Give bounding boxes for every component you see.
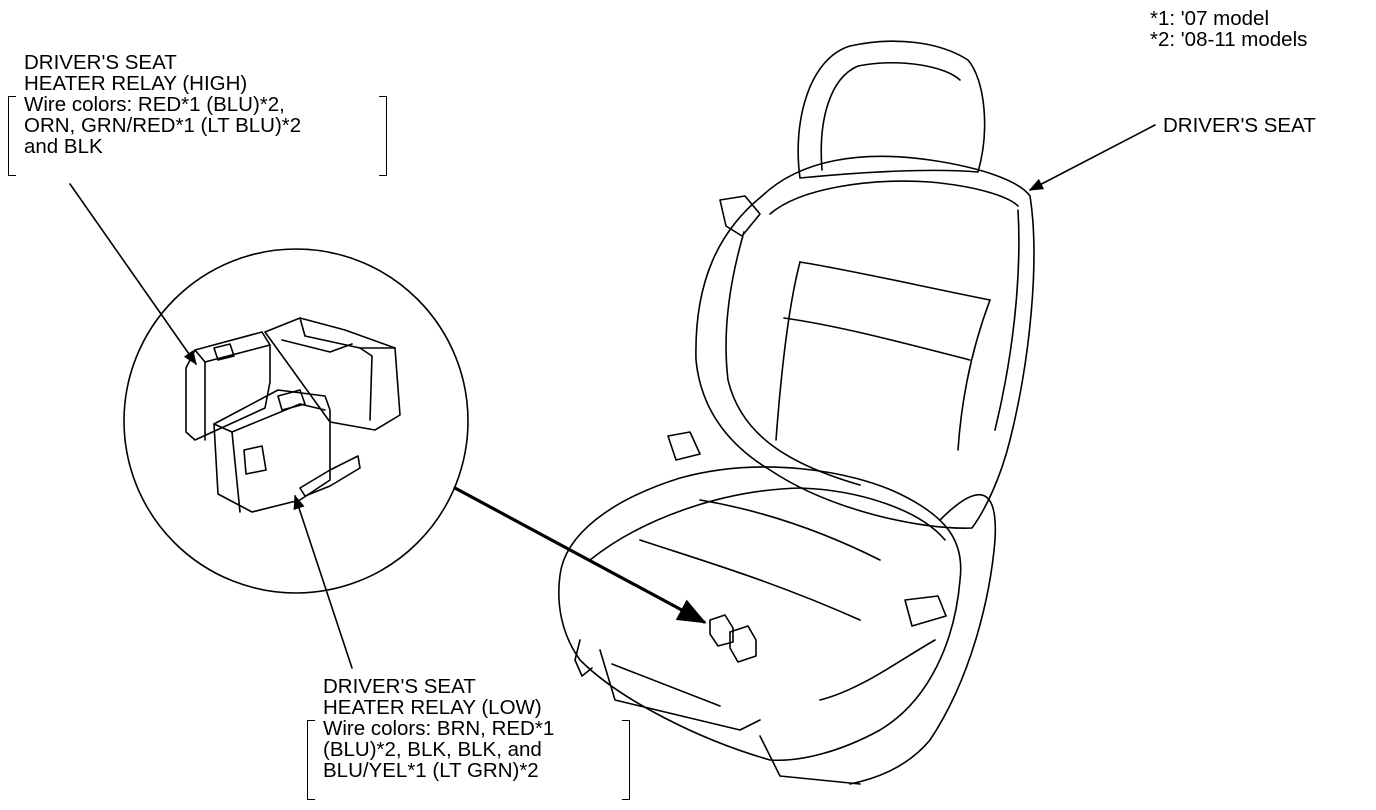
relay-high-wires-3: and BLK: [24, 135, 103, 158]
relay-high-wires-1: Wire colors: RED*1 (BLU)*2,: [24, 93, 285, 116]
relay-low-title-1: DRIVER'S SEAT: [323, 675, 476, 698]
relay-high-title-1: DRIVER'S SEAT: [24, 51, 177, 74]
relay-high-leader-line: [69, 183, 197, 366]
footnote-1: *1: '07 model: [1150, 7, 1270, 30]
zoom-circle: [123, 248, 469, 594]
footnotes: *1: '07 model *2: '08-11 models: [1150, 8, 1307, 50]
relay-high-bracket-right: [379, 96, 387, 176]
relay-low-wires-2: (BLU)*2, BLK, BLK, and: [323, 738, 542, 761]
relay-high-bracket-left: [8, 96, 16, 176]
seat-leader-line: [1028, 124, 1156, 191]
seat-headrest: [797, 40, 986, 179]
footnote-2: *2: '08-11 models: [1150, 28, 1308, 51]
relay-high-title-2: HEATER RELAY (HIGH): [24, 72, 248, 95]
relay-low-wires-3: BLU/YEL*1 (LT GRN)*2: [323, 759, 539, 782]
zoom-to-seat-arrow: [453, 486, 707, 624]
drivers-seat-illustration: [558, 40, 1035, 785]
relay-low-leader-line: [293, 494, 353, 669]
seat-relay-small-1: [709, 614, 734, 647]
relay-zoom-view: [123, 248, 469, 594]
relay-low-bracket-left: [307, 720, 315, 800]
relay-low-wires-1: Wire colors: BRN, RED*1: [323, 717, 555, 740]
drivers-seat-label: DRIVER'S SEAT: [1163, 114, 1316, 137]
relay-high-wires-2: ORN, GRN/RED*1 (LT BLU)*2: [24, 114, 302, 137]
relay-low-bracket-right: [622, 720, 630, 800]
relay-low-title-2: HEATER RELAY (LOW): [323, 696, 542, 719]
seat-backrest: [695, 155, 1035, 529]
relay-high-label: DRIVER'S SEAT HEATER RELAY (HIGH) Wire c…: [24, 52, 301, 157]
seat-relay-small-2: [729, 625, 757, 663]
seat-cushion: [558, 466, 962, 762]
relay-low-label: DRIVER'S SEAT HEATER RELAY (LOW) Wire co…: [323, 676, 554, 781]
